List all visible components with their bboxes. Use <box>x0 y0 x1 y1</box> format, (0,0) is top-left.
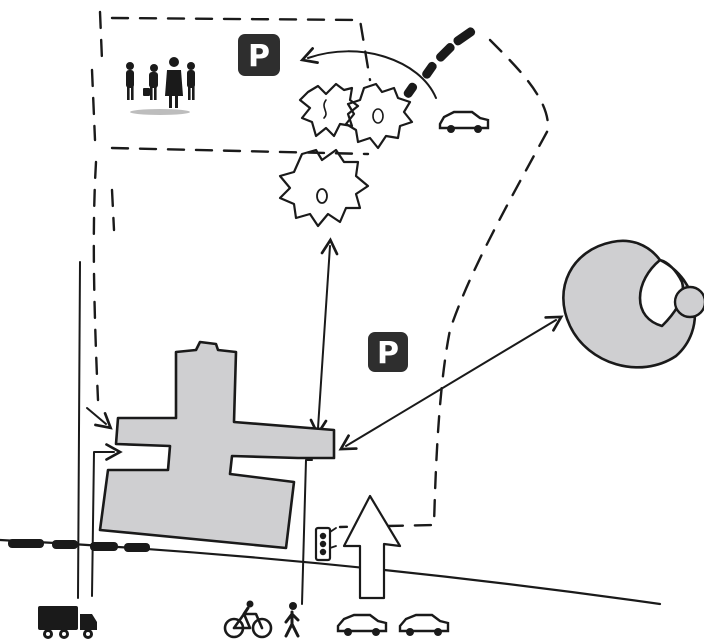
bicycle-icon <box>223 600 273 639</box>
car-icon <box>398 613 450 636</box>
parking-sign-label: P <box>377 336 399 371</box>
street-line <box>0 538 662 606</box>
parking-sign-main: P <box>368 332 408 372</box>
car-icon <box>336 613 388 636</box>
truck-icon <box>38 606 97 639</box>
arrow-to-upper-parking <box>299 47 437 99</box>
site-boundary-left <box>92 160 116 402</box>
truck-arrow-head-left <box>86 407 113 430</box>
site-boundary-right <box>338 38 550 529</box>
moon-circle-icon <box>562 239 704 369</box>
traffic-light-icon <box>314 526 337 562</box>
truck-access-line-left <box>77 261 81 599</box>
arrow-building-to-moon <box>338 315 564 451</box>
entrance-arrow <box>342 494 402 600</box>
building-footprint <box>98 340 336 550</box>
people-group-icon <box>126 57 195 115</box>
upper-parking-zone-boundary <box>90 10 372 156</box>
parking-sign-label: P <box>248 39 270 74</box>
car-icon <box>438 110 490 133</box>
pedestrian-icon <box>284 602 300 638</box>
street-traffic-dashes <box>8 539 150 552</box>
pedestrian-access-line <box>301 459 313 605</box>
gear-cloud-icon <box>278 82 414 228</box>
parking-sign-top: P <box>238 34 280 76</box>
arrow-building-to-gear <box>309 237 339 437</box>
incoming-traffic-line <box>403 27 476 98</box>
